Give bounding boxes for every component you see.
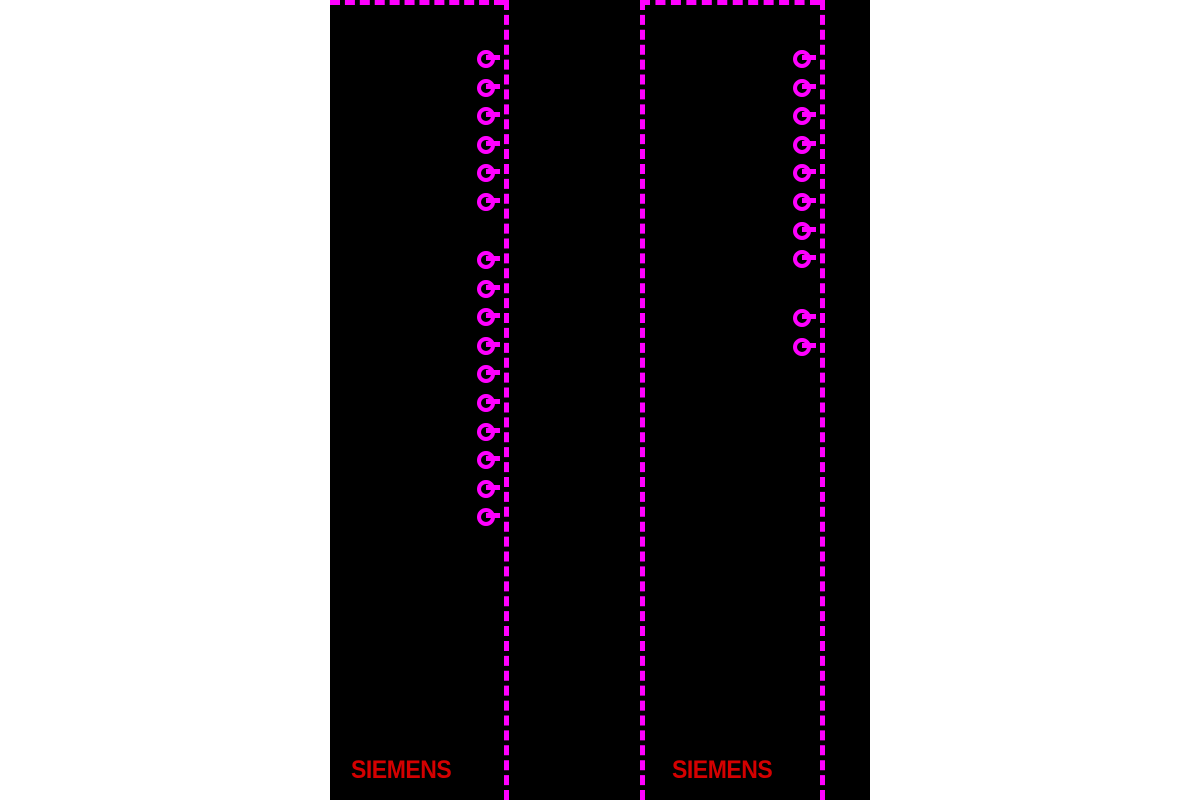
terminal-lead xyxy=(486,341,500,347)
module-outline-top xyxy=(640,0,820,5)
siemens-logo: SIEMENS xyxy=(351,756,452,784)
terminal-lead xyxy=(486,370,500,376)
terminal-lead xyxy=(486,427,500,433)
terminal-lead xyxy=(802,169,816,175)
terminal-lead xyxy=(802,226,816,232)
board-background xyxy=(330,0,870,800)
module-outline-left xyxy=(640,0,645,800)
terminal-lead xyxy=(802,255,816,261)
terminal-lead xyxy=(486,169,500,175)
terminal-lead xyxy=(486,83,500,89)
terminal-lead xyxy=(802,140,816,146)
module-outline-right xyxy=(820,0,825,800)
terminal-lead xyxy=(802,198,816,203)
terminal-lead xyxy=(802,112,816,118)
terminal-lead xyxy=(802,55,816,60)
terminal-lead xyxy=(486,140,500,146)
siemens-logo: SIEMENS xyxy=(672,756,773,784)
terminal-lead xyxy=(486,112,500,118)
terminal-lead xyxy=(486,456,500,462)
module-outline-top xyxy=(330,0,504,5)
terminal-lead xyxy=(486,256,500,261)
module-outline-right xyxy=(504,0,509,800)
terminal-lead xyxy=(486,513,500,519)
terminal-lead xyxy=(486,399,500,404)
terminal-lead xyxy=(486,484,500,490)
terminal-lead xyxy=(802,342,816,348)
terminal-lead xyxy=(486,55,500,60)
terminal-lead xyxy=(802,83,816,89)
terminal-lead xyxy=(486,198,500,203)
terminal-lead xyxy=(802,314,816,319)
terminal-lead xyxy=(486,284,500,290)
terminal-lead xyxy=(486,313,500,319)
